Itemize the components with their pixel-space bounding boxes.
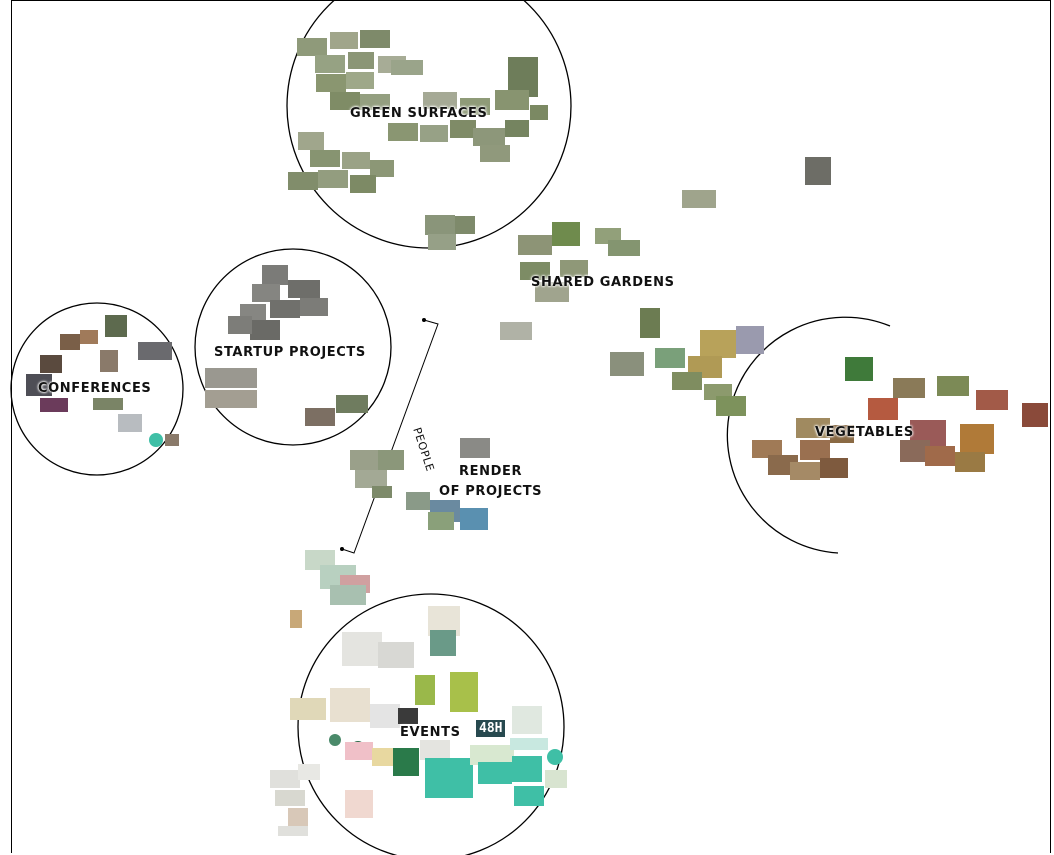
connector-dot-top <box>422 318 426 322</box>
events-circle <box>297 593 565 855</box>
events-items <box>270 606 567 836</box>
cluster-label-events: EVENTS <box>400 725 461 740</box>
badge-48h: 48H <box>476 720 506 737</box>
cluster-label-green-surfaces: GREEN SURFACES <box>350 106 488 121</box>
startup-projects-circle <box>194 248 392 446</box>
people-connector <box>341 319 439 554</box>
cluster-label-render-line2: OF PROJECTS <box>439 484 543 499</box>
cluster-label-conferences: CONFERENCES <box>38 381 152 396</box>
canvas-frame <box>11 0 1051 853</box>
connector-dot-bottom <box>340 547 344 551</box>
conferences-photos <box>26 315 179 447</box>
cluster-label-startup-projects: STARTUP PROJECTS <box>214 345 366 360</box>
render-photos <box>290 438 490 628</box>
startup-projects-photos <box>205 265 368 426</box>
cluster-label-vegetables: VEGETABLES <box>815 425 914 440</box>
shared-gardens-photos <box>500 157 831 416</box>
conferences-circle <box>10 302 184 476</box>
vegetables-photos <box>752 357 1048 480</box>
green-surfaces-photos <box>288 30 548 250</box>
cluster-label-shared-gardens: SHARED GARDENS <box>531 275 675 290</box>
cluster-label-render-line1: RENDER <box>459 464 523 479</box>
